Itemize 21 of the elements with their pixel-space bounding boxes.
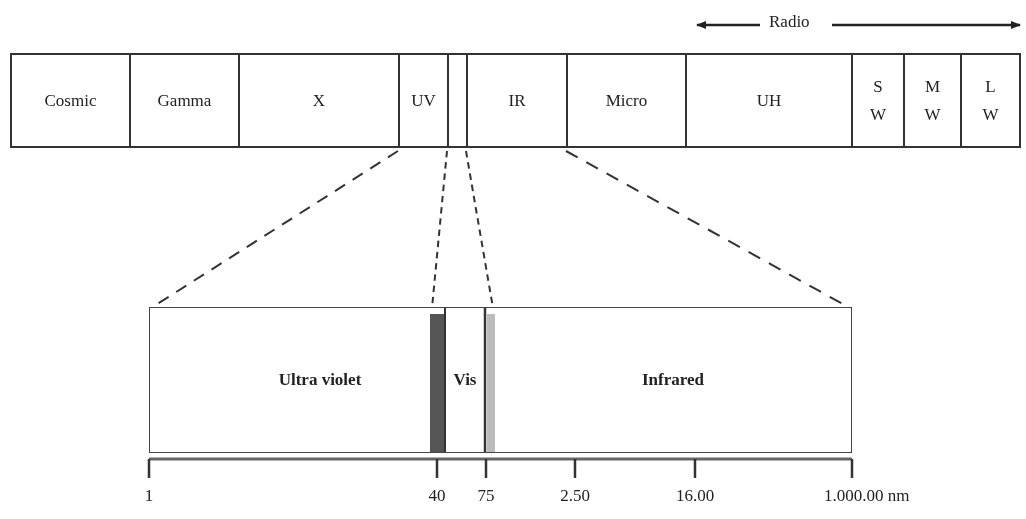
band-cell: Cosmic (10, 53, 129, 148)
band-cell: UH (685, 53, 851, 148)
scale-label: 1.000.00 nm (824, 486, 910, 506)
band-cell: X (238, 53, 398, 148)
band-cell: L W (960, 53, 1021, 148)
spectrum-region: Vis (430, 307, 495, 453)
spectrum-region: Infrared (495, 307, 852, 453)
scale-label: 40 (428, 486, 446, 506)
band-cell: M W (903, 53, 960, 148)
scale-label: 75 (477, 486, 495, 506)
band-cell: UV (398, 53, 447, 148)
band-cell: IR (466, 53, 566, 148)
scale-label: 1 (144, 486, 154, 506)
scale-label: 16.00 (675, 486, 715, 506)
scale-label: 2.50 (560, 486, 590, 506)
band-cell: S W (851, 53, 903, 148)
spectrum-region: Ultra violet (149, 307, 430, 453)
narrow-band-cell (447, 53, 466, 148)
band-cell: Gamma (129, 53, 238, 148)
band-cell: Micro (566, 53, 685, 148)
band-label: Radio (769, 12, 810, 32)
